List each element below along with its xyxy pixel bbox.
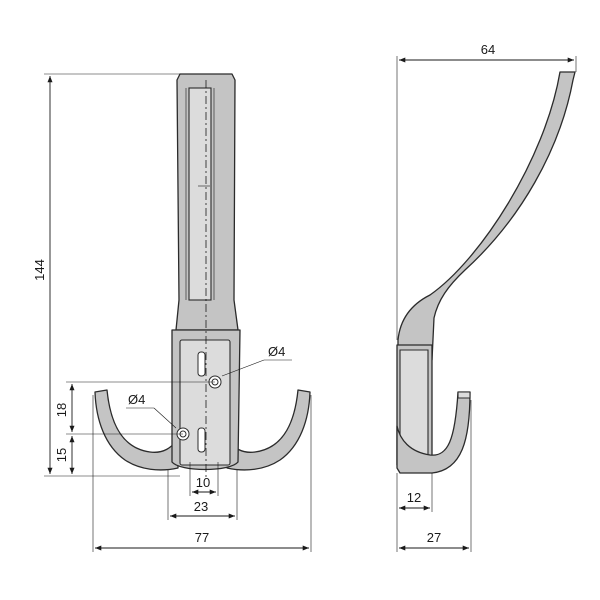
dim-width-total: 77 <box>195 530 209 545</box>
side-hook-lip <box>457 391 471 399</box>
front-view <box>94 73 311 480</box>
dim-plate-width: 23 <box>194 499 208 514</box>
dim-hole-spacing: 10 <box>196 475 210 490</box>
side-lower-hook <box>396 391 471 474</box>
dim-height-total: 144 <box>32 259 47 281</box>
dim-hole-offset-lower: 15 <box>54 448 69 462</box>
front-slot-lower <box>197 427 206 453</box>
side-dimensions: 64 12 27 <box>396 42 577 552</box>
dim-hole-offset-upper: 18 <box>54 403 69 417</box>
dim-base-thickness: 12 <box>407 490 421 505</box>
front-dimensions: 144 18 15 Ø4 Ø4 10 23 77 <box>32 73 312 552</box>
side-top-arm <box>397 71 576 361</box>
dim-hole-diameter-upper: Ø4 <box>268 344 285 359</box>
front-base-inner <box>179 339 231 466</box>
front-stem-groove <box>188 87 212 301</box>
front-slot-upper <box>197 351 206 377</box>
side-view <box>396 71 576 474</box>
dim-hole-diameter-lower: Ø4 <box>128 392 145 407</box>
dim-hook-depth: 27 <box>427 530 441 545</box>
dim-depth-total: 64 <box>481 42 495 57</box>
